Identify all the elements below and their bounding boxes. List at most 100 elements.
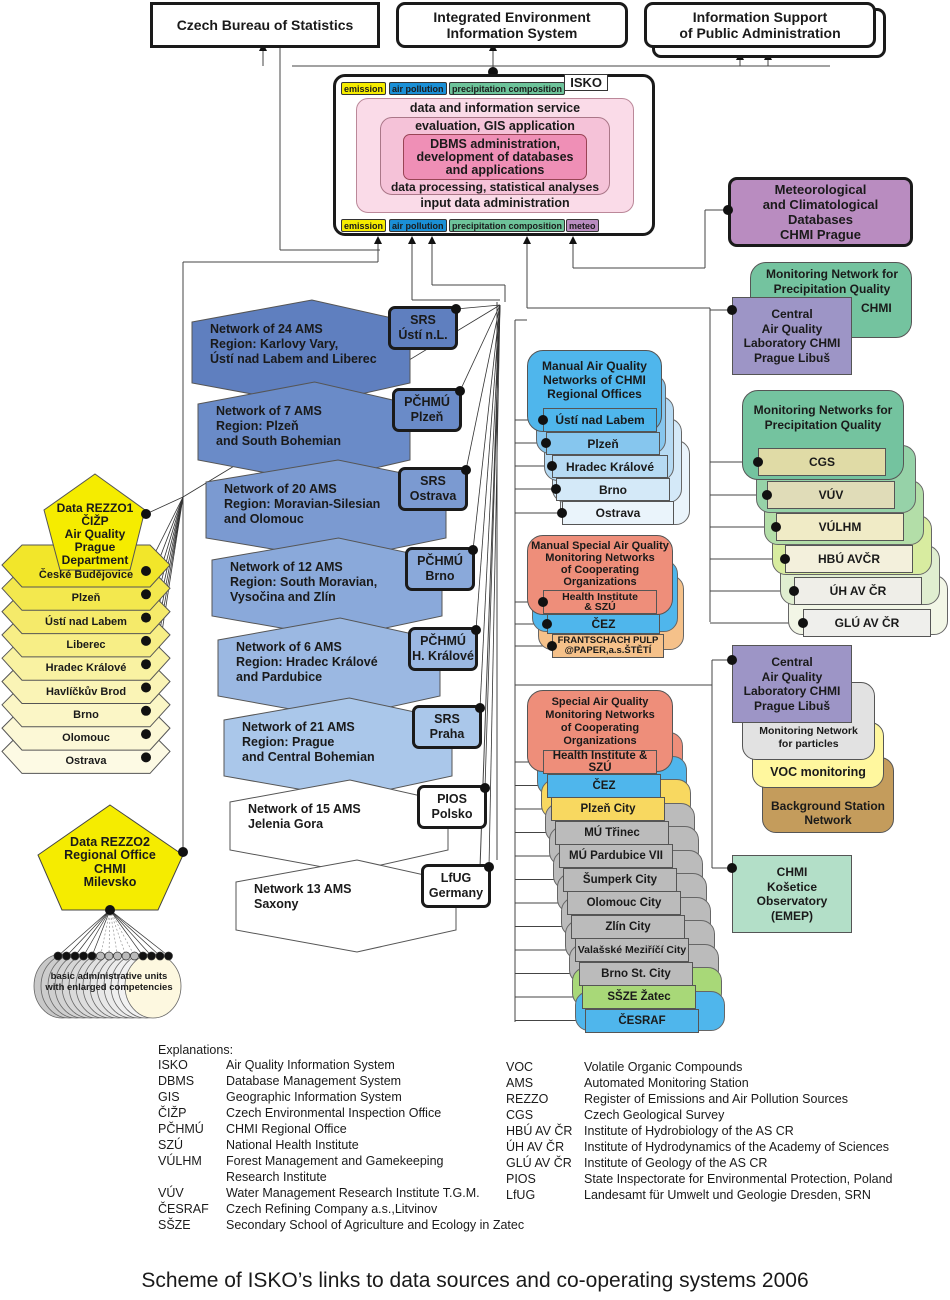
office-line: Polsko xyxy=(431,807,473,821)
legend-meaning: Czech Refining Company a.s.,Litvinov xyxy=(226,1202,438,1216)
central-lab-line4: Prague Libuš xyxy=(753,350,830,365)
office-line: SRS xyxy=(434,712,460,726)
fan-line xyxy=(459,304,501,392)
layer-data-processing: data processing, statistical analyses xyxy=(390,180,600,194)
rezzo2-line1: Data REZZO2 xyxy=(70,834,150,849)
layer-input-data-admin: input data administration xyxy=(420,196,570,210)
central-lab2-line4: Prague Libuš xyxy=(753,698,830,713)
isko-box: ISKO emission air pollution precipitatio… xyxy=(333,74,655,236)
manual-special-title-line1: Manual Special Air Quality xyxy=(531,540,669,552)
manual-chmi-title-line3: Regional Offices xyxy=(547,387,642,401)
manual-special-title-line4: Organizations xyxy=(563,576,637,588)
tag-precipitation-bottom: precipitation composition xyxy=(449,219,566,232)
tag-precipitation-composition: precipitation composition xyxy=(449,82,566,95)
connector-dot xyxy=(113,951,122,961)
ams-network-line: Network of 6 AMS xyxy=(236,640,342,654)
legend-meaning: Secondary School of Agriculture and Ecol… xyxy=(226,1218,525,1232)
precip-item: ÚH AV ČR xyxy=(794,577,922,605)
info-support-line2: of Public Administration xyxy=(679,25,841,41)
legend-meaning: Database Management System xyxy=(226,1074,402,1088)
ams-network-line: and Olomouc xyxy=(224,512,304,526)
legend-abbreviation: LfUG xyxy=(506,1188,536,1202)
office-line: PČHMÚ xyxy=(417,554,463,568)
special-network-item: Plzeň City xyxy=(551,797,665,821)
rezzo2-line3: CHMI xyxy=(94,861,126,876)
legend-meaning: Landesamt für Umwelt und Geologie Dresde… xyxy=(584,1188,871,1202)
precip-chmi-title: Monitoring Network for Precipitation Qua… xyxy=(751,267,913,297)
office-line: PIOS xyxy=(437,792,467,806)
tag-meteo: meteo xyxy=(566,219,599,232)
rezzo1-region-label: Hradec Králové xyxy=(45,662,127,675)
ams-network-line: Network of 7 AMS xyxy=(216,404,322,418)
tag-emission-bottom: emission xyxy=(341,219,387,232)
legend-meaning: Forest Management and Gamekeeping xyxy=(226,1154,444,1168)
special-network-item: Valašské Meziříčí City xyxy=(575,938,689,962)
admin-units-line1: basic administrative units xyxy=(50,971,168,982)
rezzo1-region-label: České Budějovice xyxy=(38,569,134,581)
legend-abbreviation: VÚLHM xyxy=(158,1154,202,1168)
connector-dot xyxy=(164,951,173,961)
precip-networks-line1: Monitoring Networks for xyxy=(753,403,893,417)
legend-meaning: Research Institute xyxy=(226,1170,327,1184)
office-line: SRS xyxy=(410,313,436,327)
tag-air-pollution: air pollution xyxy=(389,82,447,95)
legend-row: Research Institute xyxy=(158,1169,524,1185)
central-lab-line2: Air Quality xyxy=(761,321,823,336)
ams-network-hexagon xyxy=(205,459,447,561)
manual-chmi-item: Ústí nad Labem xyxy=(543,408,657,432)
czech-bureau-label: Czech Bureau of Statistics xyxy=(176,17,354,33)
connector-dot xyxy=(96,951,105,961)
legend-row: VÚLHM Forest Management and Gamekeeping xyxy=(158,1153,524,1169)
precip-item: VÚLHM xyxy=(776,513,904,541)
legend-abbreviation: HBÚ AV ČR xyxy=(506,1124,573,1138)
layer-outer: data and information service evaluation,… xyxy=(356,98,634,213)
rezzo1-region-label: Ostrava xyxy=(65,755,107,768)
rezzo1-region-label: Havlíčkův Brod xyxy=(45,685,127,698)
fan-line xyxy=(475,304,501,631)
rezzo2-shapes xyxy=(33,804,184,1019)
special-network-item: SŠZE Žatec xyxy=(582,985,696,1009)
connector-dot xyxy=(79,951,88,961)
fan-line xyxy=(472,304,501,551)
health-line2: & SZÚ xyxy=(584,601,616,613)
ams-network-line: Jelenia Gora xyxy=(248,817,324,831)
ams-network-line: Saxony xyxy=(254,897,299,911)
central-lab2-line1: Central xyxy=(771,655,813,669)
layer-middle: evaluation, GIS application DBMS adminis… xyxy=(380,117,610,195)
legend-abbreviation xyxy=(158,1169,226,1185)
central-lab-line1: Central xyxy=(771,307,813,321)
rezzo2-line4: Milevsko xyxy=(83,875,137,889)
manual-chmi-item: Brno xyxy=(556,478,670,501)
info-support-box: Information Support of Public Administra… xyxy=(644,2,876,48)
caption: Scheme of ISKO’s links to data sources a… xyxy=(141,1269,809,1292)
legend-meaning: Volatile Organic Compounds xyxy=(584,1060,743,1074)
background-line2: Network xyxy=(804,813,852,827)
legend-abbreviation: ÚH AV ČR xyxy=(506,1140,565,1154)
manual-chmi-item: Plzeň xyxy=(546,432,660,455)
legend-meaning: Automated Monitoring Station xyxy=(584,1076,749,1090)
manual-special-title-line2: Monitoring Networks xyxy=(545,552,655,564)
core-line2: development of databases xyxy=(416,149,574,164)
special-title-line2: Monitoring Networks xyxy=(545,709,655,721)
connector-dot xyxy=(155,951,165,961)
core-line1: DBMS administration, xyxy=(430,136,560,151)
connector-dot xyxy=(53,951,63,961)
fan-line xyxy=(479,304,501,709)
precip-item: GLÚ AV ČR xyxy=(803,609,931,637)
fan-line xyxy=(488,304,501,868)
central-lab2-line2: Air Quality xyxy=(761,669,823,684)
legend-abbreviation: ISKO xyxy=(158,1058,188,1072)
ams-network-line: Region: Karlovy Vary, xyxy=(210,337,339,351)
